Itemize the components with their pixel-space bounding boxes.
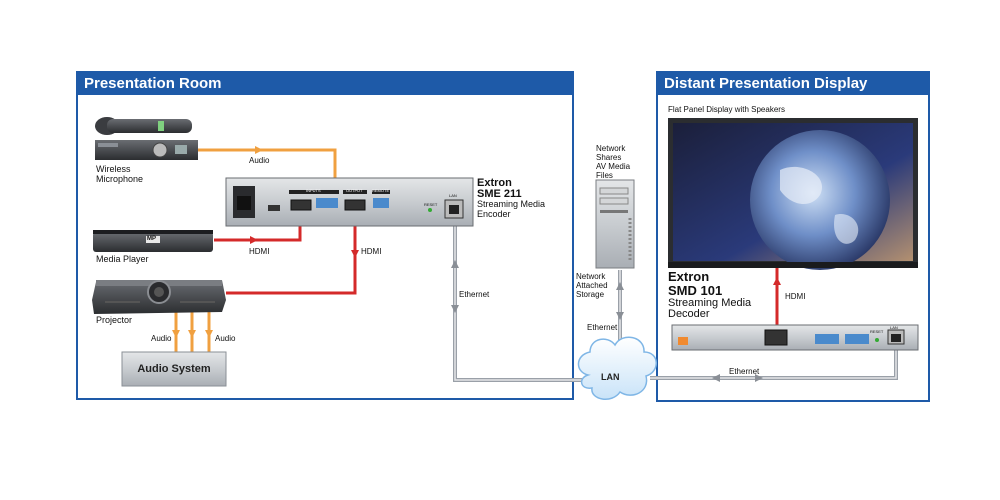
audio-cables-projector bbox=[172, 310, 213, 352]
hdmi-player-label: HDMI bbox=[249, 247, 270, 256]
enc-remote-label: REMOTE bbox=[372, 188, 390, 193]
flat-panel-label: Flat Panel Display with Speakers bbox=[668, 105, 785, 114]
lan-label: LAN bbox=[601, 372, 620, 382]
nas-top-label: Network Shares AV Media Files bbox=[596, 144, 631, 180]
decoder-model: SMD 101 bbox=[668, 283, 723, 298]
wireless-microphone bbox=[95, 117, 198, 160]
enc-reset-label: RESET bbox=[424, 202, 438, 207]
presentation-room-title: Presentation Room bbox=[78, 73, 572, 95]
hdmi-decoder-label: HDMI bbox=[785, 292, 806, 301]
hdmi-encoder-out-label: HDMI bbox=[361, 247, 382, 256]
audio-mic-label: Audio bbox=[249, 156, 270, 165]
wireless-microphone-label: Wireless Microphone bbox=[96, 164, 144, 184]
hdmi-cable-encoder-out bbox=[226, 220, 359, 295]
audio-system-label: Audio System bbox=[137, 363, 211, 375]
sme-211-encoder bbox=[225, 177, 474, 227]
ethernet-cable-encoder bbox=[451, 225, 585, 382]
enc-output-label: OUTPUT bbox=[346, 188, 363, 193]
hdmi-cable-player bbox=[214, 220, 302, 244]
projector-label: Projector bbox=[96, 315, 133, 325]
nas-bottom-label: Network Attached Storage bbox=[576, 272, 608, 299]
enc-lan-label: LAN bbox=[449, 193, 457, 198]
dec-reset-label: RESET bbox=[870, 329, 884, 334]
distant-display-title: Distant Presentation Display bbox=[658, 73, 928, 95]
ethernet-nas-label: Ethernet bbox=[587, 323, 618, 332]
nas-device bbox=[595, 179, 635, 269]
encoder-brand: Extron bbox=[477, 177, 512, 189]
ethernet-cable-nas bbox=[616, 270, 624, 348]
ethernet-encoder-label: Ethernet bbox=[459, 290, 490, 299]
projector bbox=[92, 280, 226, 314]
audio-proj-2-label: Audio bbox=[215, 334, 236, 343]
dec-lan-label: LAN bbox=[890, 325, 898, 330]
ethernet-decoder-label: Ethernet bbox=[729, 367, 760, 376]
encoder-model: SME 211 bbox=[477, 188, 522, 200]
decoder-description: Streaming Media Decoder bbox=[668, 297, 752, 320]
ethernet-cable-decoder bbox=[650, 345, 898, 382]
media-player-label: Media Player bbox=[96, 254, 149, 264]
decoder-brand: Extron bbox=[668, 269, 710, 284]
audio-system bbox=[121, 351, 227, 387]
media-player bbox=[93, 230, 213, 252]
mp-badge: MP bbox=[147, 236, 156, 242]
lan-cloud bbox=[577, 336, 657, 400]
flat-panel-display bbox=[668, 118, 918, 270]
encoder-description: Streaming Media Encoder bbox=[477, 199, 546, 219]
smd-101-decoder bbox=[671, 324, 919, 351]
audio-proj-1-label: Audio bbox=[151, 334, 172, 343]
enc-inputs-label: INPUTS bbox=[306, 188, 321, 193]
